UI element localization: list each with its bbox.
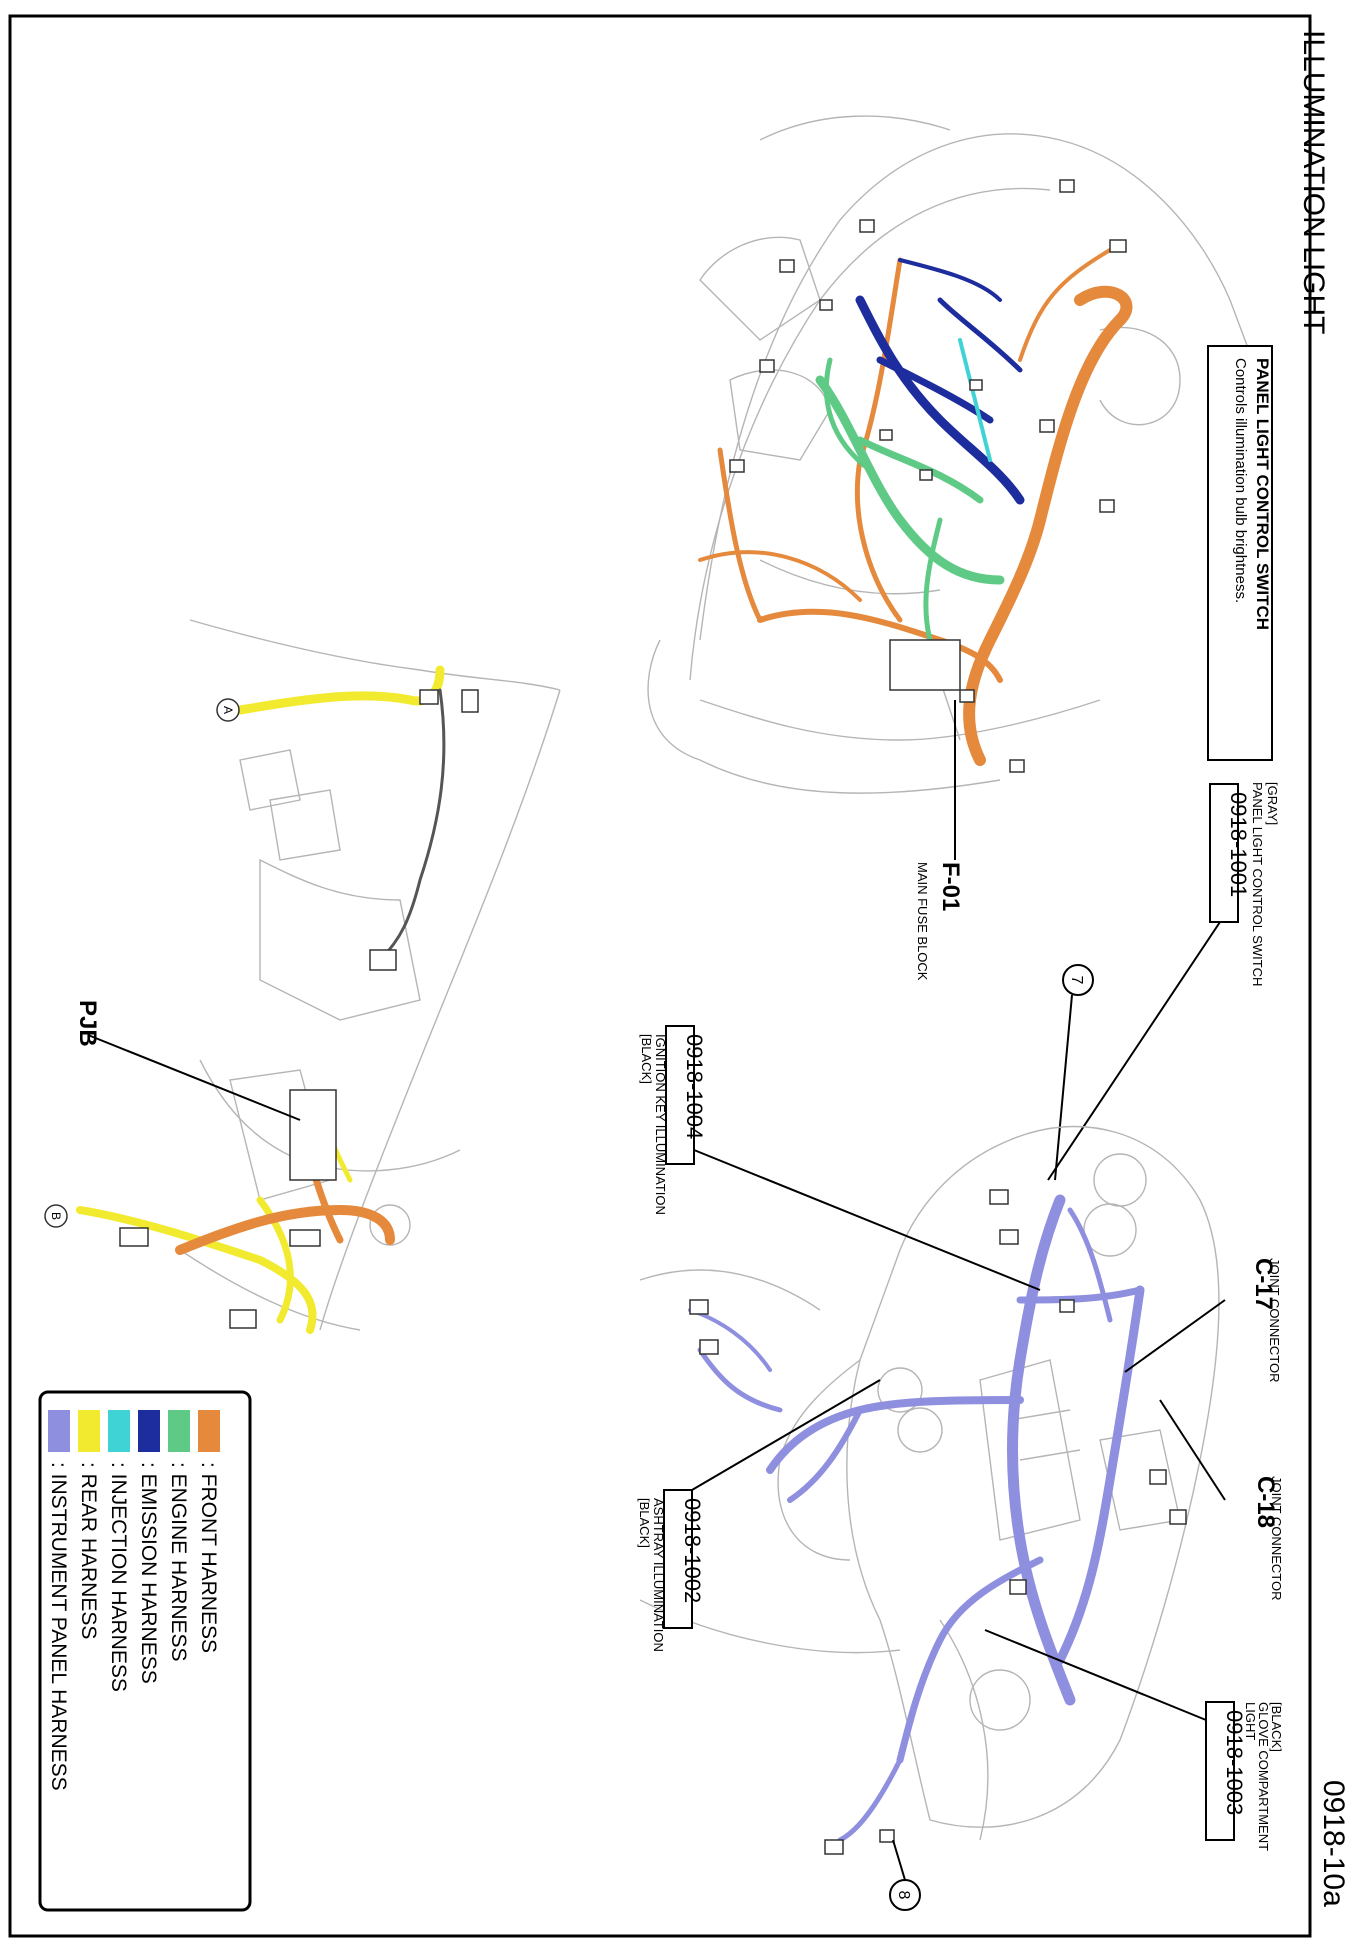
c1003-color: [BLACK] [1269, 1702, 1284, 1752]
c1002-leader [691, 1379, 881, 1491]
reference-circle-7-label: 7 [1068, 976, 1085, 985]
page-frame [8, 14, 1312, 1938]
c1002-name: ASHTRAY ILLUMINATION [651, 1498, 666, 1652]
harness-legend: : FRONT HARNESS : ENGINE HARNESS : EMISSIO… [38, 1390, 252, 1912]
c1001-id-box [1209, 783, 1239, 923]
page-title: ILLUMINATION LIGHT [1297, 30, 1330, 335]
legend-label: : INJECTION HARNESS [107, 1462, 130, 1692]
panel-switch-note-body: Controls illumination bulb brightness. [1232, 358, 1249, 603]
legend-swatch [108, 1410, 130, 1452]
c1003-name-1: GLOVE COMPARTMENT [1256, 1702, 1271, 1851]
rear-connectors [119, 689, 479, 1329]
c1004-leader [693, 1149, 1041, 1291]
legend-label: : ENGINE HARNESS [167, 1462, 190, 1662]
pjb-leader [87, 1034, 301, 1121]
reference-circle-a-label: A [221, 706, 235, 714]
c1003-id: 0918-1003 [1222, 1710, 1247, 1815]
panel-switch-note-title: PANEL LIGHT CONTROL SWITCH [1253, 358, 1272, 630]
reference-circle-7 [1062, 964, 1094, 996]
f01-id: F-01 [937, 862, 964, 911]
legend-label: : FRONT HARNESS [197, 1462, 220, 1653]
c1004-id: 0918-1004 [682, 1034, 707, 1139]
page-number: 0918-10a [1317, 1780, 1350, 1907]
engine-harness-wires [698, 179, 1133, 773]
reference-circle-8-label: 8 [895, 1891, 912, 1900]
legend-swatch [48, 1410, 70, 1452]
c1004-name: IGNITION KEY ILLUMINATION [653, 1034, 668, 1215]
legend-swatch [78, 1410, 100, 1452]
reference-circle-b [44, 1204, 68, 1228]
engine-compartment-drawing [647, 115, 1261, 794]
f01-name: MAIN FUSE BLOCK [915, 862, 930, 981]
c1001-leader [1047, 921, 1221, 1181]
c17-label: JOINT CONNECTOR [1267, 1258, 1282, 1382]
c18-id: C-18 [1252, 1476, 1279, 1528]
c1001-color: [GRAY] [1265, 782, 1280, 825]
reference-circle-b-label: B [49, 1212, 63, 1220]
legend-label: : EMISSION HARNESS [137, 1462, 160, 1684]
c17-id: C-17 [1250, 1258, 1277, 1310]
main-fuse-block-shape [889, 639, 961, 691]
instrument-panel-harness-wires [688, 1194, 1145, 1843]
legend-swatch [138, 1410, 160, 1452]
reference-circle-a [216, 698, 240, 722]
c1002-color: [BLACK] [637, 1498, 652, 1548]
circle-7-leader [1054, 994, 1073, 1181]
legend-label: : REAR HARNESS [77, 1462, 100, 1639]
c1002-id-box [663, 1489, 693, 1629]
c17-leader [1124, 1299, 1226, 1373]
legend-label: : INSTRUMENT PANEL HARNESS [47, 1462, 70, 1791]
legend-swatch [168, 1410, 190, 1452]
circle-8-leader [892, 1839, 906, 1881]
instrument-panel-drawing [639, 1125, 1220, 1841]
panel-switch-note-box [1207, 345, 1273, 761]
instrument-panel-connectors [689, 1189, 1187, 1855]
pjb-box-shape [289, 1089, 337, 1181]
c18-leader [1159, 1399, 1226, 1501]
c1003-name-2: LIGHT [1243, 1702, 1258, 1740]
legend-box [38, 1390, 252, 1912]
c1004-color: [BLACK] [639, 1034, 654, 1084]
pjb-label: PJB [74, 1000, 101, 1047]
c1004-id-box [665, 1025, 695, 1165]
c1001-name: PANEL LIGHT CONTROL SWITCH [1250, 782, 1265, 986]
legend-swatch [198, 1410, 220, 1452]
c1001-id: 0918-1001 [1226, 792, 1251, 897]
c1002-id: 0918-1002 [680, 1498, 705, 1603]
c1003-id-box [1205, 1701, 1235, 1841]
c18-label: JOINT CONNECTOR [1269, 1476, 1284, 1600]
c1003-leader [984, 1629, 1207, 1721]
